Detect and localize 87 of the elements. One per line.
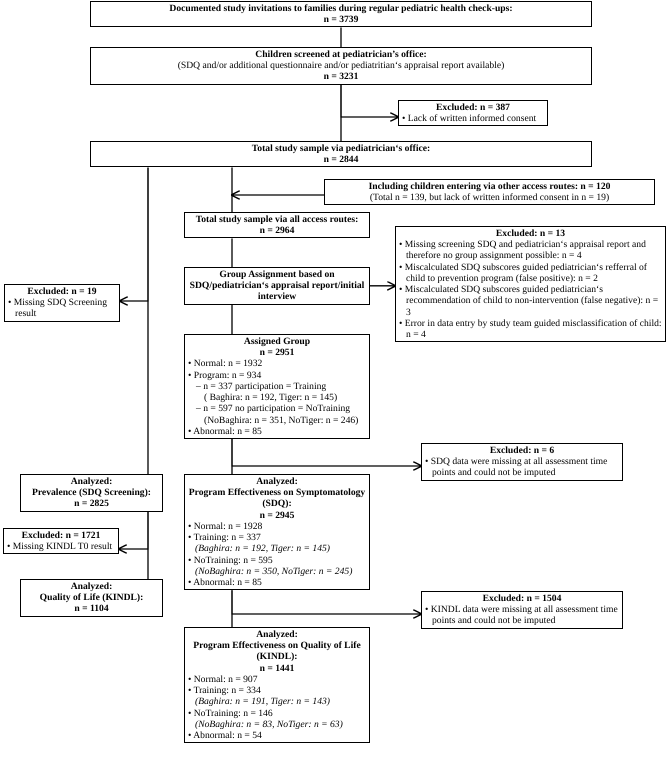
count-text: n = 2825	[73, 498, 110, 510]
bullet-item: • KINDL data were missing at all assessment time points and could not be imputed	[425, 604, 619, 627]
exclusion-box	[421, 591, 623, 629]
count-text: n = 2945	[258, 510, 296, 521]
count-text: n = 1441	[258, 662, 296, 674]
bullet-item: • Abnormal: n = 85	[188, 576, 263, 588]
group-box	[184, 334, 370, 439]
bullet-item: • Lack of written informed consent	[402, 113, 538, 124]
box-heading: Analyzed:	[70, 581, 114, 592]
box-heading: Documented study invitations to families during regular pediatric health check-ups:	[168, 3, 514, 14]
analysis-box	[184, 474, 370, 590]
count-text: n = 2964	[258, 225, 296, 236]
process-box	[324, 179, 655, 206]
breakdown-text: (Baghira: n = 191, Tiger: n = 143)	[194, 696, 331, 708]
box-heading: Including children entering via other access routes: n = 120	[368, 181, 612, 192]
bullet-item: • Error in data entry by study team guided misclassification of child: n = 4	[399, 318, 662, 340]
count-text: n = 2844	[322, 154, 360, 166]
analysis-box	[184, 627, 370, 744]
bullet-item: • Missing KINDL T0 result	[7, 541, 114, 552]
connector-line	[147, 167, 149, 474]
analysis-box	[20, 474, 163, 512]
box-heading: Total study sample via all access routes:	[194, 214, 360, 226]
breakdown-text: (NoBaghira: n = 83, NoTiger: n = 63)	[194, 718, 344, 730]
count-text: Quality of Life (KINDL):	[38, 592, 144, 604]
count-text: n = 3739	[322, 14, 360, 26]
arrow	[340, 84, 400, 122]
process-box	[90, 47, 592, 85]
box-heading: Assigned Group	[242, 336, 312, 348]
bullet-item: • Program: n = 934	[188, 370, 262, 381]
process-box	[184, 212, 370, 238]
connector-line	[231, 167, 233, 212]
count-text: Program Effectiveness on Quality of Life (KINDL):	[192, 640, 362, 663]
bullet-item: • Normal: n = 1932	[188, 358, 264, 370]
sub-item-text: – n = 597 no participation = NoTraining	[195, 403, 352, 415]
bullet-item: • Miscalculated SDQ subscores guided pediatrician‘s recommendation of child to non-intervention (false negative): n = 3	[399, 284, 660, 318]
count-text: (SDQ and/or additional questionnaire and/or pediatritian‘s appraisal report available)	[176, 60, 506, 72]
bullet-item: • Normal: n = 1928	[188, 520, 264, 532]
connector-line	[147, 512, 149, 579]
exclusion-box	[398, 100, 548, 126]
box-heading: Excluded: n = 6	[488, 445, 556, 456]
bullet-item: • Missing SDQ Screening result	[8, 297, 108, 320]
bullet-item: • Training: n = 334	[188, 685, 262, 696]
arrow	[230, 190, 324, 200]
box-heading: Analyzed:	[255, 476, 299, 488]
box-heading: Group Assignment based on SDQ/pediatrician‘s appraisal report/initial interview	[188, 269, 366, 303]
box-heading: Total study sample via pediatrician‘s office:	[250, 143, 432, 154]
exclusion-box	[3, 528, 119, 554]
box-heading: Excluded: n = 19	[26, 286, 98, 298]
count-text: Program Effectiveness on Symptomatology (SDQ):	[188, 487, 366, 510]
bullet-item: • Abnormal: n = 54	[188, 730, 263, 742]
bullet-item: • Training: n = 337	[188, 532, 262, 544]
exclusion-box	[421, 443, 623, 481]
bullet-item: • NoTraining: n = 146	[188, 708, 274, 719]
connector-line	[231, 438, 233, 474]
sub-item-text: ( Baghira: n = 192, Tiger: n = 145)	[203, 392, 338, 404]
box-heading: Excluded: n = 387	[435, 102, 511, 114]
exclusion-box	[4, 284, 120, 322]
box-heading: Excluded: n = 1721	[20, 530, 102, 542]
connector-line	[231, 238, 233, 267]
arrow	[370, 280, 397, 292]
analysis-box	[20, 579, 163, 617]
process-box	[90, 1, 592, 28]
bullet-item: • SDQ data were missing at all assessment time points and could not be imputed	[425, 456, 608, 479]
process-box	[90, 141, 592, 168]
count-text: n = 2951	[258, 347, 296, 358]
connector-line	[340, 27, 342, 47]
bullet-item: • Abnormal: n = 85	[188, 426, 263, 437]
connector-line	[231, 590, 233, 627]
count-text: (Total n = 139, but lack of written informed consent in n = 19)	[368, 192, 610, 204]
breakdown-text: (Baghira: n = 192, Tiger: n = 145)	[194, 543, 331, 555]
box-heading: Analyzed:	[70, 476, 114, 488]
box-heading: Excluded: n = 13	[494, 228, 566, 240]
bullet-item: • Miscalculated SDQ subscores guided pediatrician‘s refferral of child to prevention program (false positive): n = 2	[399, 262, 648, 284]
exclusion-box	[395, 226, 666, 342]
bullet-item: • Missing screening SDQ and pediatrician‘s appraisal report and therefore no group assignment possible: n = 4	[399, 239, 647, 262]
count-text: n = 1104	[73, 603, 110, 615]
bullet-item: • Normal: n = 907	[188, 674, 259, 686]
connector-line	[231, 304, 233, 334]
breakdown-text: (NoBaghira: n = 350, NoTiger: n = 245)	[194, 566, 354, 577]
sub-item-text: (NoBaghira: n = 351, NoTiger: n = 246)	[203, 414, 360, 426]
box-heading: Analyzed:	[255, 629, 299, 640]
count-text: n = 3231	[322, 71, 360, 83]
sub-item-text: – n = 337 participation = Training	[195, 380, 328, 392]
bullet-item: • NoTraining: n = 595	[188, 554, 274, 566]
box-heading: Excluded: n = 1504	[482, 593, 562, 604]
box-heading: Children screened at pediatrician’s office:	[254, 49, 428, 60]
count-text: Prevalence (SDQ Screening):	[30, 487, 152, 498]
